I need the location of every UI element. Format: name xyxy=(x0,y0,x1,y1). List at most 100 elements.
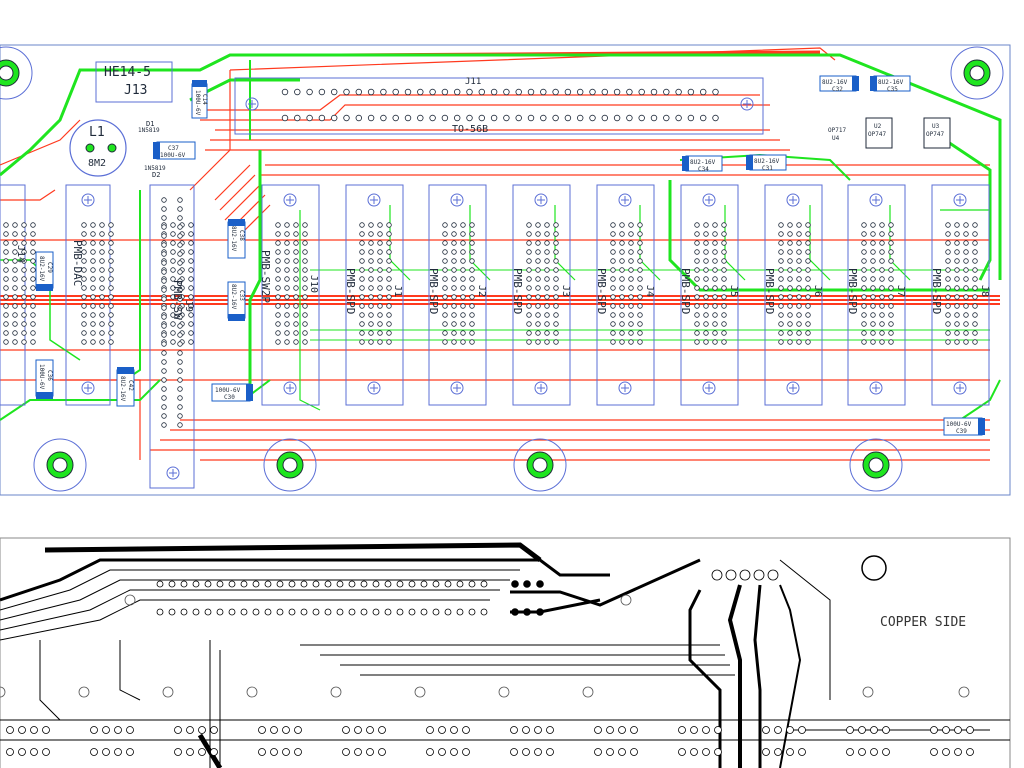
plus-marker xyxy=(953,193,967,207)
pad xyxy=(714,726,722,734)
pad xyxy=(12,339,18,345)
pad xyxy=(284,222,290,228)
plus-marker xyxy=(245,97,259,111)
capacitor-c37: C37 100U-6V xyxy=(153,141,196,160)
pad xyxy=(198,748,206,756)
pad xyxy=(861,276,867,282)
pad xyxy=(942,748,950,756)
pad xyxy=(805,339,811,345)
pad xyxy=(6,748,14,756)
pad xyxy=(386,267,392,273)
pad xyxy=(90,321,96,327)
cap-ref: C42 xyxy=(127,380,134,391)
pad xyxy=(380,114,387,122)
pad xyxy=(331,114,338,122)
pad xyxy=(21,249,27,255)
pad xyxy=(503,114,510,122)
pad xyxy=(535,321,541,327)
cap-ref: C39 xyxy=(956,428,967,435)
pad xyxy=(21,312,27,318)
cap-ref: C35 xyxy=(887,86,898,93)
pad xyxy=(170,231,176,237)
pad xyxy=(386,249,392,255)
pad xyxy=(450,748,458,756)
cap-ref: C29 xyxy=(46,262,53,273)
pad xyxy=(281,88,289,96)
pad xyxy=(637,222,643,228)
pad xyxy=(762,748,770,756)
capacitor-c35: 8U2-16V C35 xyxy=(870,75,911,93)
mounting-hole-bottom-3 xyxy=(513,438,567,492)
pad xyxy=(564,114,572,122)
pad xyxy=(392,114,399,122)
cap-value: 100U-6V xyxy=(194,90,201,116)
pad xyxy=(544,222,550,228)
pad xyxy=(275,285,281,291)
pad xyxy=(240,580,248,588)
capacitor-c32: 8U2-16V C32 xyxy=(819,75,859,93)
pad xyxy=(284,240,290,246)
pad xyxy=(861,258,867,264)
pad xyxy=(930,748,938,756)
pad xyxy=(377,249,383,255)
pad xyxy=(972,294,978,300)
pad xyxy=(628,321,634,327)
pad xyxy=(954,330,960,336)
pad xyxy=(972,339,978,345)
module-name-j14: PMB-DAC xyxy=(71,240,84,286)
pad xyxy=(619,267,625,273)
pad xyxy=(721,222,727,228)
pad xyxy=(478,114,485,122)
pad xyxy=(414,686,426,698)
pad xyxy=(954,222,960,228)
pad xyxy=(302,294,308,300)
pad xyxy=(270,726,278,734)
pad xyxy=(281,114,289,122)
pad xyxy=(386,321,392,327)
pad xyxy=(553,312,559,318)
pad xyxy=(610,294,616,300)
pad xyxy=(637,267,643,273)
pad xyxy=(544,330,550,336)
pad xyxy=(963,276,969,282)
pad xyxy=(714,748,722,756)
pad xyxy=(577,88,584,96)
pad xyxy=(610,276,616,282)
pad xyxy=(544,312,550,318)
pad xyxy=(589,88,596,96)
pad xyxy=(610,240,616,246)
pad xyxy=(161,296,167,302)
pad xyxy=(90,330,96,336)
pad xyxy=(972,267,978,273)
pad xyxy=(302,222,308,228)
plus-marker xyxy=(740,97,754,111)
pad xyxy=(454,88,461,96)
pad xyxy=(879,276,885,282)
pad xyxy=(534,726,542,734)
main-header-footprint: TO-56B xyxy=(452,124,488,135)
pad xyxy=(879,267,885,273)
pad xyxy=(610,330,616,336)
inductor-ref-label: L1 xyxy=(89,125,105,140)
pad xyxy=(368,249,374,255)
module-name-j9: PMB-SW xyxy=(171,280,184,320)
pad xyxy=(610,249,616,255)
pad xyxy=(177,377,183,383)
pad xyxy=(170,321,176,327)
pad xyxy=(535,285,541,291)
pad xyxy=(108,267,114,273)
pad xyxy=(694,321,700,327)
ic-part: OP717 xyxy=(828,127,846,134)
pad xyxy=(870,321,876,327)
pad xyxy=(972,249,978,255)
pad xyxy=(594,726,602,734)
pad xyxy=(694,276,700,282)
pad xyxy=(469,312,475,318)
pad xyxy=(846,748,854,756)
pad xyxy=(246,686,258,698)
pad xyxy=(870,303,876,309)
pad xyxy=(21,285,27,291)
pad xyxy=(610,258,616,264)
pad xyxy=(628,249,634,255)
pad xyxy=(534,748,542,756)
